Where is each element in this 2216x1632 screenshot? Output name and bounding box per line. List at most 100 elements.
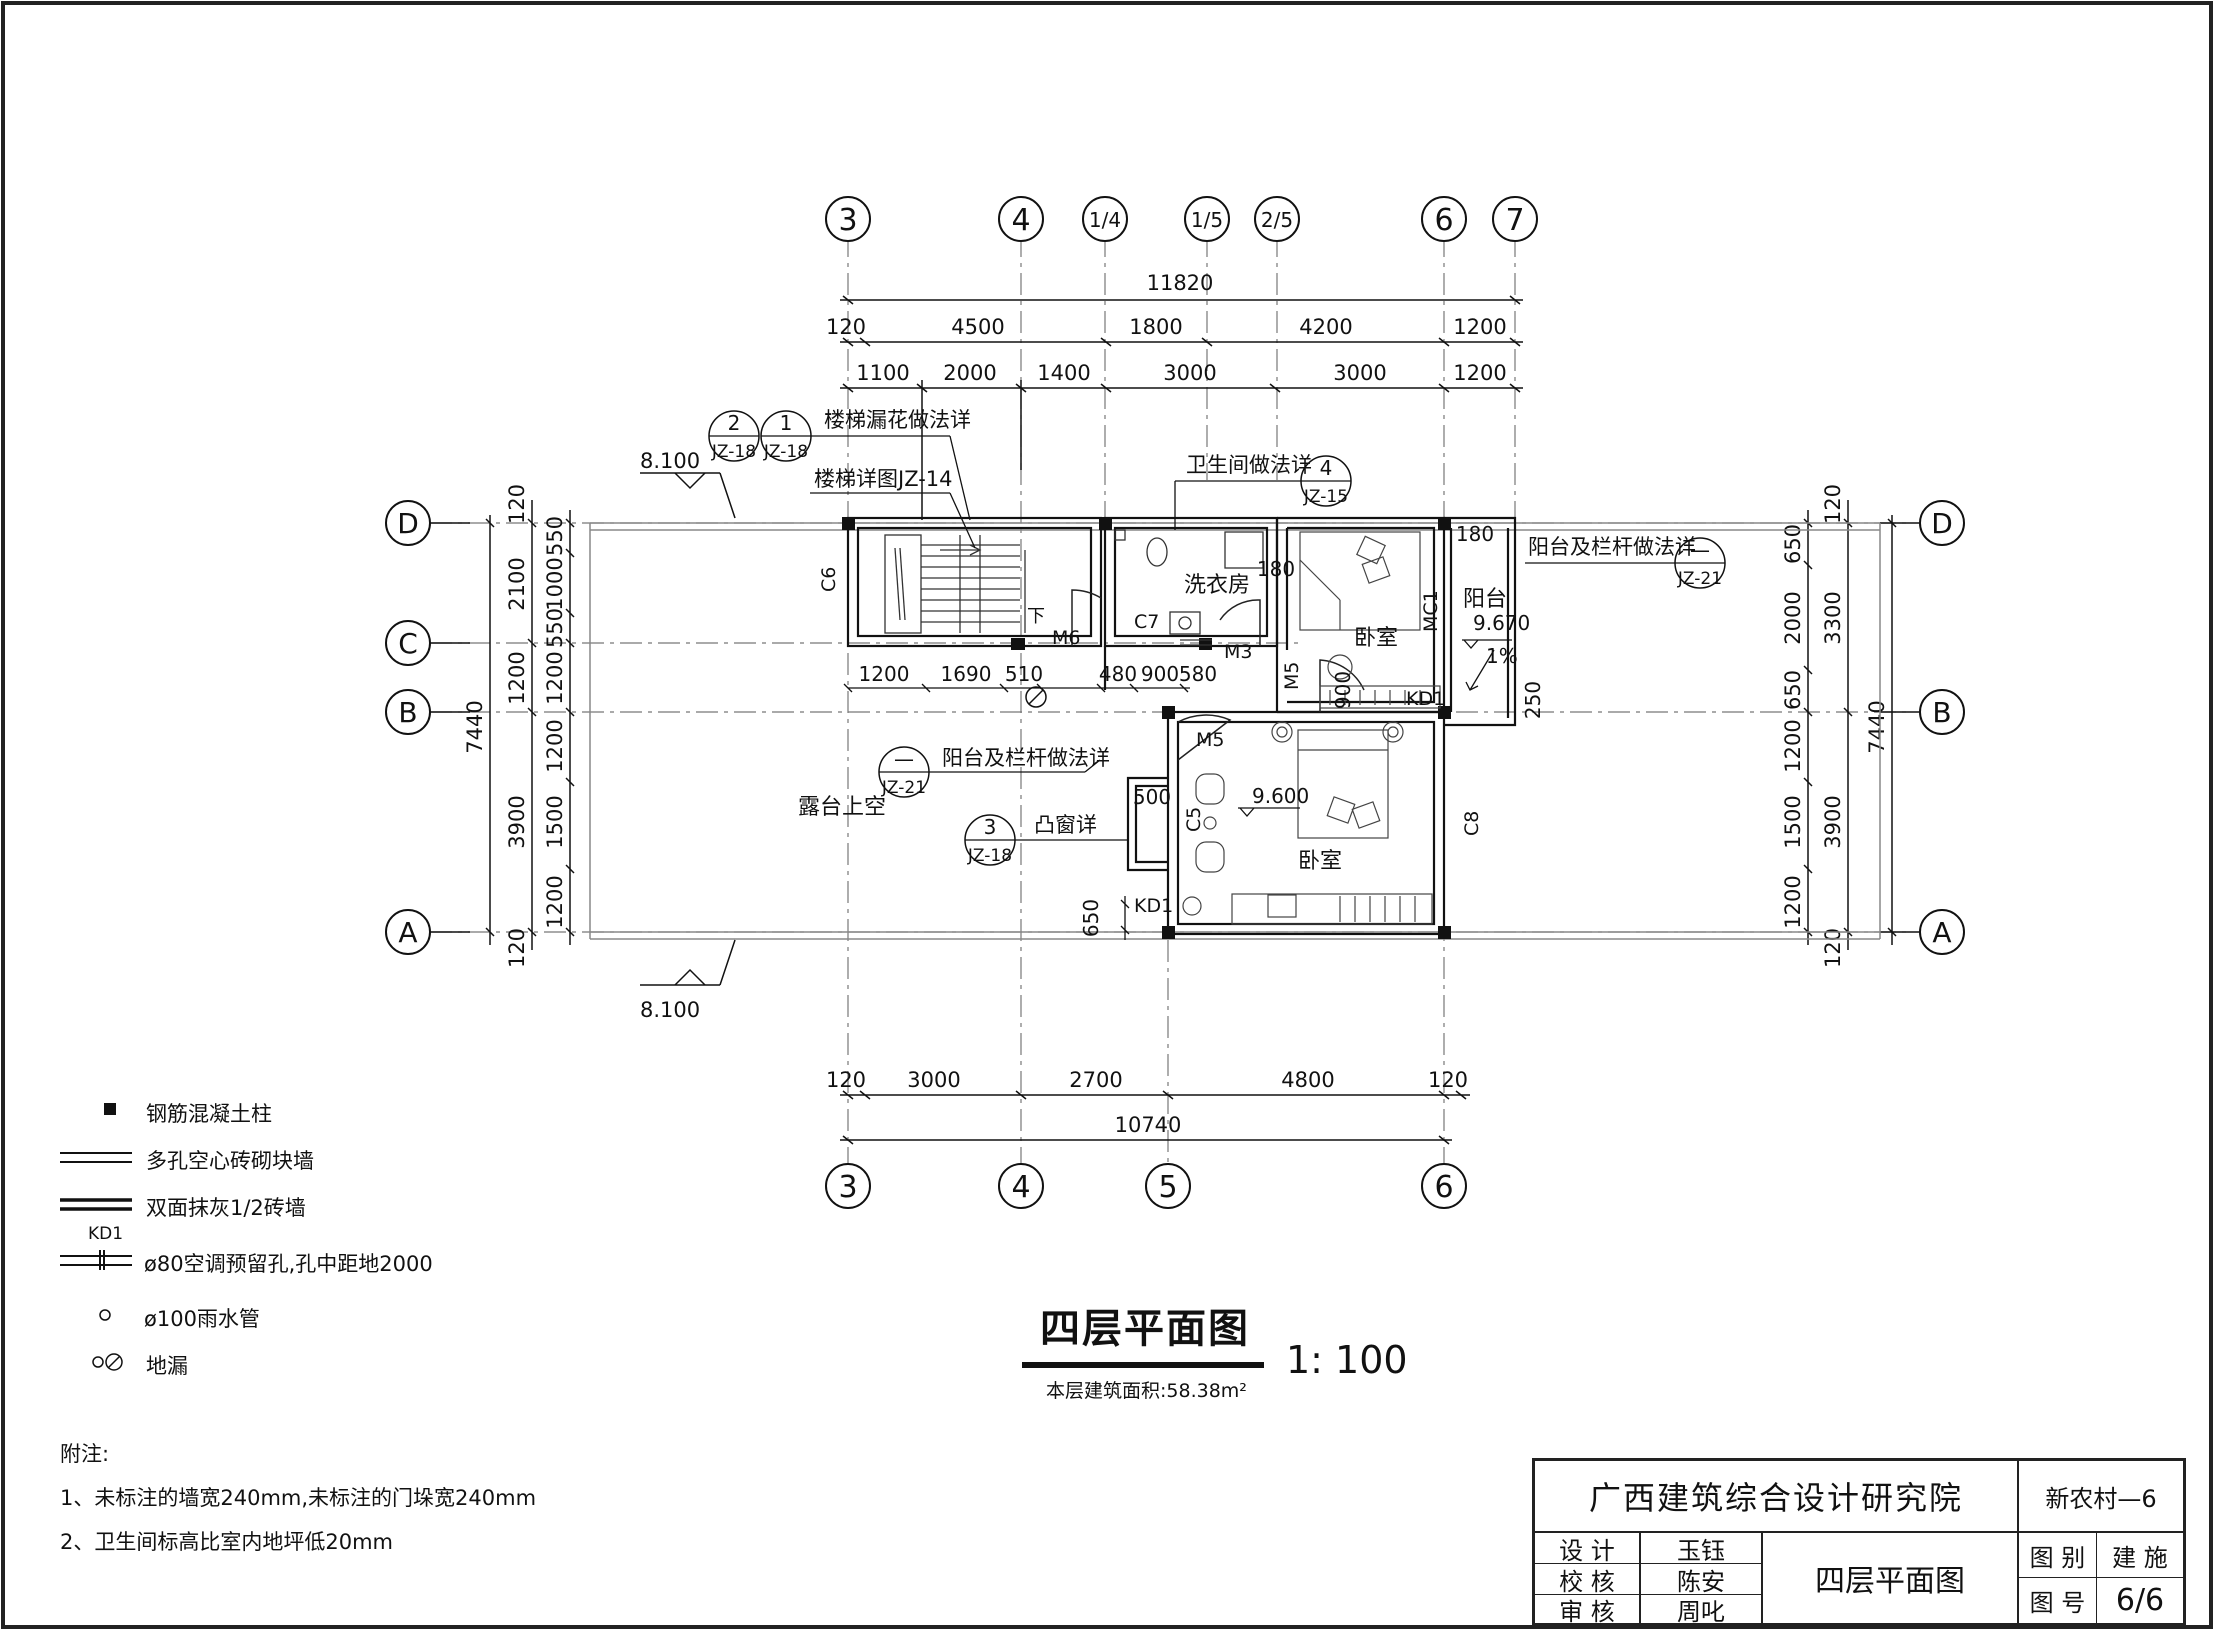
room-bedroom-main: 卧室 [1298, 849, 1342, 874]
legend-label-0: 钢筋混凝土柱 [146, 1102, 272, 1126]
notes-heading: 附注: [60, 1442, 110, 1466]
tb-name-1: 陈安 [1641, 1564, 1763, 1596]
concrete-columns [842, 517, 1451, 939]
legend-tag-3: KD1 [88, 1224, 124, 1244]
tag-mc1: MC1 [1420, 590, 1442, 632]
tb-category-value: 建 施 [2097, 1533, 2183, 1578]
tag-m6: M6 [1052, 627, 1080, 649]
column-icon [104, 1103, 116, 1115]
elev-top-left: 8.100 [640, 449, 700, 473]
dim-misc-0: 180 [1257, 557, 1295, 581]
dim-right-outer: 7440 [1865, 700, 1889, 753]
dim-left2-1: 2100 [505, 557, 529, 610]
callout-4-ref0-num: — [894, 747, 914, 771]
dim-top2-4: 1200 [1453, 315, 1506, 339]
dim-left3-3: 1200 [543, 651, 567, 704]
tb-role-2: 审 核 [1535, 1595, 1641, 1626]
tag-c5: C5 [1183, 807, 1205, 832]
tag-c8: C8 [1461, 811, 1483, 836]
dim-misc-1: 180 [1456, 522, 1494, 546]
callout-3-ref0-sheet: JZ-21 [1677, 569, 1722, 589]
dim-int-1: 1690 [941, 662, 992, 686]
dim-left2-3: 3900 [505, 795, 529, 848]
dim-left-outer: 7440 [463, 700, 487, 753]
callout-0-ref0-num: 2 [728, 411, 741, 435]
callout-0-text: 楼梯漏花做法详 [824, 408, 971, 432]
dim-top3-3: 3000 [1163, 361, 1216, 385]
tag-kd1b: KD1 [1134, 895, 1173, 917]
dim-int-0: 1200 [859, 662, 910, 686]
axis-bubble-1-5-top [1184, 196, 1230, 242]
axis-bubble-5-bottom [1145, 1163, 1191, 1209]
notes-item-0: 1、未标注的墙宽240mm,未标注的门垛宽240mm [60, 1486, 537, 1510]
axis-label-left-1: C [398, 627, 418, 660]
callout-5-text: 凸窗详 [1034, 813, 1097, 837]
callout-0-ref1-num: 1 [780, 411, 793, 435]
laundry-fixtures [1114, 529, 1264, 646]
axis-label-top-1: 4 [1011, 203, 1030, 238]
bedroom-furniture [1182, 531, 1441, 925]
axis-bubble-6-bottom [1421, 1163, 1467, 1209]
dim-right3-1: 2000 [1781, 591, 1805, 644]
left-dimension-lines [485, 500, 575, 950]
callout-2-text: 卫生间做法详 [1186, 453, 1312, 477]
dim-right2-0: 120 [1821, 484, 1845, 524]
notes-item-1: 2、卫生间标高比室内地坪低20mm [60, 1530, 393, 1554]
axis-label-bottom-1: 4 [1011, 1170, 1030, 1205]
axis-label-left-2: B [398, 696, 417, 729]
axis-bubble-4-bottom [998, 1163, 1044, 1209]
dim-top3-4: 3000 [1333, 361, 1386, 385]
room-laundry: 洗衣房 [1184, 573, 1250, 598]
dim-top2-1: 4500 [951, 315, 1004, 339]
staircase [884, 534, 1026, 634]
dim-left3-6: 1200 [543, 875, 567, 928]
title-underline [1022, 1362, 1264, 1368]
callout-4-text: 阳台及栏杆做法详 [942, 746, 1110, 770]
right-dimension-lines [1803, 500, 1897, 950]
dim-top2-2: 1800 [1129, 315, 1182, 339]
dim-top3-2: 1400 [1037, 361, 1090, 385]
title-block: 广西建筑综合设计研究院 新农村—6 设 计 玉钰 校 核 陈安 审 核 周叱 四… [1532, 1458, 2186, 1626]
callout-1-text: 楼梯详图JZ-14 [814, 467, 953, 491]
tb-project: 新农村—6 [2019, 1461, 2183, 1533]
dim-right2-2: 3900 [1821, 795, 1845, 848]
legend-label-2: 双面抹灰1/2砖墙 [146, 1196, 306, 1220]
axis-label-bottom-0: 3 [838, 1170, 857, 1205]
dim-left3-2: 550 [543, 608, 567, 648]
dim-int-3: 480 [1099, 662, 1137, 686]
dim-left3-0: 550 [543, 516, 567, 556]
tag-kd1a: KD1 [1406, 688, 1445, 710]
elev-slope: 1% [1486, 644, 1518, 668]
axis-bubble-3-bottom [825, 1163, 871, 1209]
callout-4-ref0-sheet: JZ-21 [881, 778, 926, 798]
tb-number-value: 6/6 [2115, 1583, 2165, 1618]
notes: 附注: 1、未标注的墙宽240mm,未标注的门垛宽240mm 2、卫生间标高比室… [60, 1432, 536, 1564]
elev-bottom-left: 8.100 [640, 998, 700, 1022]
dim-left2-4: 120 [505, 928, 529, 968]
tb-category-label: 图 别 [2019, 1533, 2097, 1578]
doors [1071, 589, 1365, 761]
callout-2-ref0-num: 4 [1320, 456, 1333, 480]
bottom-dimension-lines [840, 1090, 1470, 1145]
legend-label-1: 多孔空心砖砌块墙 [146, 1149, 314, 1173]
legend-label-3: ø80空调预留孔,孔中距地2000 [144, 1252, 433, 1276]
axis-bubble-6-top [1421, 196, 1467, 242]
axis-label-left-3: A [398, 916, 417, 949]
dim-bottom-overall: 10740 [1115, 1113, 1182, 1137]
dim-right2-1: 3300 [1821, 591, 1845, 644]
dim-top2-3: 4200 [1299, 315, 1352, 339]
axis-bubble-1-4-top [1082, 196, 1128, 242]
tb-sheet-title: 四层平面图 [1763, 1533, 2019, 1623]
axis-label-right-1: B [1932, 696, 1951, 729]
axis-label-top-3: 1/5 [1191, 208, 1223, 232]
axis-label-left-0: D [397, 507, 419, 540]
dim-int-4: 900 [1141, 662, 1179, 686]
callout-5-ref0-sheet: JZ-18 [967, 846, 1012, 866]
walls [846, 516, 1517, 936]
axis-label-top-4: 2/5 [1261, 208, 1293, 232]
axis-label-bottom-3: 6 [1434, 1170, 1453, 1205]
dim-left3-1: 1000 [543, 557, 567, 610]
legend-symbols [60, 1103, 132, 1371]
